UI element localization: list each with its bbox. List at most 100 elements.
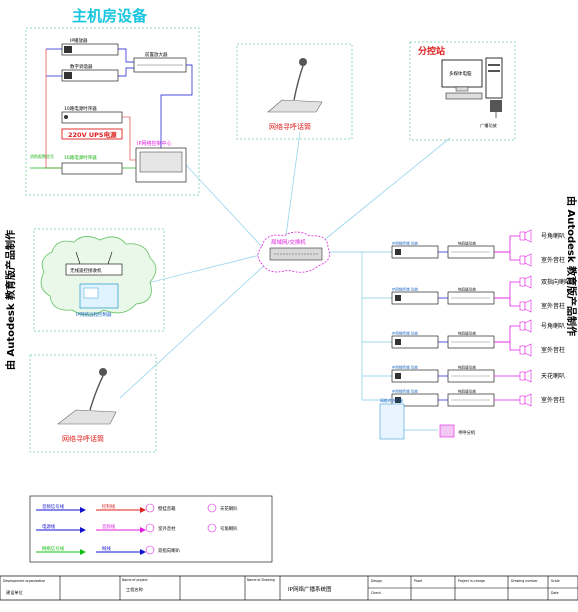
org-name: 建设单位 [6,589,23,596]
cloud-shape [40,236,157,316]
speaker-label: 室外音柱 [541,396,565,404]
leader-heading: Project in-charge [458,579,485,583]
speaker-icon [519,319,532,333]
ip-terminal-label: IP网络终端 功放 [392,365,418,370]
phone-terminal [379,403,405,440]
legend-label: 天花喇叭 [220,505,238,512]
phone-group: 网络对讲终端 寻呼分机 [379,398,476,440]
speaker-icon [519,299,532,313]
legend-label: 控制线 [102,503,116,510]
legend-symbol [145,523,155,533]
ip-terminal-label: IP网络终端 功放 [392,241,418,246]
mic-bottom-frame [29,354,157,453]
microphone-icon [299,58,307,66]
digital-tuner [61,69,119,82]
mic-top-frame [236,43,353,140]
legend-symbol [207,523,217,533]
main-room-title: 主机房设备 [72,7,148,25]
phone-extra-label: 寻呼分机 [458,429,476,436]
legend-label: 音频线 [102,523,116,530]
power-sequencer-10 [61,111,123,124]
project-heading: Name of project [122,578,148,582]
sub-amp-label: 广播功放 [480,122,498,129]
speaker-icon [519,393,532,407]
speaker-icon [519,275,532,289]
speaker-label: 室外音柱 [541,302,565,310]
pre-amplifier-label: 前置放大器 [145,51,168,58]
remote-frame [33,228,165,332]
legend-symbol [145,503,155,513]
legend-label: 室外音柱 [158,525,176,532]
drawing-title: IP网络广播系统图 [288,585,332,593]
legend-label: 壁挂音箱 [158,505,176,512]
ip-terminal-label: IP网络终端 功放 [392,331,418,336]
phone-icon [439,424,455,438]
ups-power [61,128,123,140]
legend-label: 网线 [102,545,111,552]
wireless-receiver-label: 无线遥控接收机 [70,267,102,274]
power-sequencer-16-label: 16路电源时序器 [64,154,97,161]
speaker-label: 室外音柱 [541,256,565,264]
mic-top-group: 网络寻呼话筒 [236,43,353,140]
zone: IP网络终端 功放纯后级功放双指向喇叭室外音柱 [391,275,571,313]
speaker-icon [490,100,502,112]
remote-controller-label: IP网络远程控制器 [76,311,112,318]
project-name: 工程名称 [126,586,143,593]
ip-player [61,43,119,56]
speaker-label: 室外音柱 [541,346,565,354]
power-amplifier-label: 纯后级功放 [458,365,476,370]
zone: IP网络终端 功放纯后级功放室外音柱 [391,389,565,407]
remote-group: 无线遥控接收机 IP网络远程控制器 [33,228,165,332]
proof-heading: Proof [414,579,423,583]
pc-label: 多媒体电脑 [449,70,472,77]
legend-label: 网络信号线 [42,545,65,552]
mic-top-label: 网络寻呼话筒 [269,122,311,131]
sub-station-group: 分控站 多媒体电脑 广播功放 [409,41,516,141]
speaker-label: 天花喇叭 [541,372,565,380]
speaker-icon [519,229,532,243]
check-heading: Check [371,591,381,595]
ip-player-label: IP播放器 [70,37,88,44]
legend-label: 号角喇叭 [220,525,238,532]
sub-station-frame [409,41,516,141]
phone-label: 网络对讲终端 [380,398,403,403]
mic-bottom-label: 网络寻呼话筒 [62,434,104,443]
power-amplifier-label: 纯后级功放 [458,287,476,292]
drawing-heading: Name of Drawing [247,578,275,582]
org-heading: Development organization [3,579,45,583]
sub-station-title: 分控站 [418,45,445,57]
scale-heading: Scale [551,579,560,583]
speaker-label: 号角喇叭 [541,232,565,240]
date-heading: Date [551,591,559,595]
zone: IP网络终端 功放纯后级功放号角喇叭室外音柱 [391,319,565,357]
power-sequencer-10-label: 10路电源时序器 [64,105,97,112]
zones-group: IP网络终端 功放纯后级功放号角喇叭室外音柱IP网络终端 功放纯后级功放双指向喇… [391,229,571,407]
legend-label: 电源线 [42,523,56,530]
legend-label: 音频信号线 [42,503,65,510]
watermark-left: 由 Autodesk 教育版产品制作 [4,230,17,370]
speaker-icon [519,369,532,383]
mic-bottom-group: 网络寻呼话筒 [29,354,157,453]
main-room-group: 主机房设备 IP播放器 数字调谐器 前置放大器 10路电源时序器 220V UP… [25,7,200,196]
microphone-icon [99,368,107,376]
power-amplifier-label: 纯后级功放 [458,389,476,394]
drawing-no-heading: Drawing number [511,579,538,583]
speaker-label: 号角喇叭 [541,322,565,330]
main-room-frame [25,27,200,196]
switch-label: 局域网/交换机 [271,238,306,246]
speaker-label: 双指向喇叭 [541,278,571,286]
title-block: Development organization 建设单位 Name of pr… [0,575,578,601]
ups-power-label: 220V UPS电源 [68,130,117,139]
watermark-right: 由 Autodesk 教育版产品制作 [565,196,578,336]
legend-label: 双指向喇叭 [158,547,181,554]
wireless-receiver [65,263,123,276]
monitor-icon [441,59,483,88]
power-amplifier-label: 纯后级功放 [458,241,476,246]
digital-tuner-label: 数字调谐器 [70,63,93,70]
speaker-icon [519,253,532,267]
speaker-icon [519,343,532,357]
